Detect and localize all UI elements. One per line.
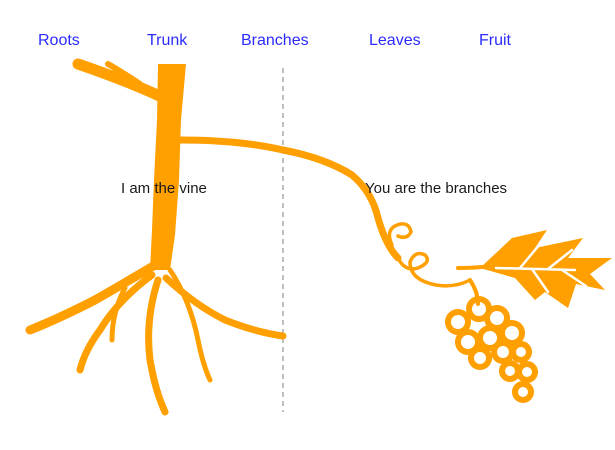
root-1 <box>25 257 165 335</box>
label-branches: Branches <box>241 32 309 49</box>
leaf-veins <box>494 242 588 294</box>
caption-vine: I am the vine <box>121 180 207 197</box>
main-branch <box>176 136 402 262</box>
trunk-shape <box>150 64 186 270</box>
label-leaves: Leaves <box>369 32 421 49</box>
caption-branches: You are the branches <box>365 180 508 197</box>
tendril-upper <box>387 222 413 247</box>
root-4 <box>162 274 287 340</box>
tendril-lower <box>396 251 472 288</box>
root-5 <box>167 267 213 383</box>
grape-cluster <box>445 296 538 403</box>
root-3 <box>145 276 169 416</box>
upper-limb <box>72 58 170 104</box>
label-trunk: Trunk <box>147 32 188 49</box>
root-2 <box>76 271 156 374</box>
label-fruit: Fruit <box>479 32 511 49</box>
label-roots: Roots <box>38 32 80 49</box>
root-6 <box>109 285 128 343</box>
upper-twig <box>105 61 143 87</box>
